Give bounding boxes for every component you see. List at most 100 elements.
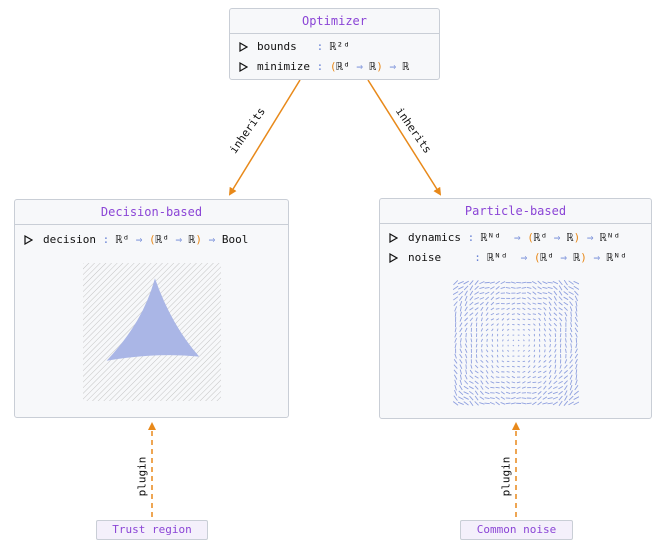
plugin-label-right: plugin — [499, 456, 513, 497]
vector-arrow — [453, 395, 458, 401]
vector-arrow — [491, 338, 494, 342]
vector-arrow — [490, 375, 495, 379]
vector-arrow — [548, 328, 552, 332]
vector-arrow — [458, 290, 464, 296]
vector-arrow — [538, 328, 541, 332]
vector-arrow — [506, 376, 510, 379]
vector-arrow — [495, 401, 500, 406]
vector-arrow — [554, 328, 557, 332]
vector-arrow — [543, 370, 547, 374]
vector-arrow — [480, 333, 484, 337]
vector-arrow — [570, 348, 572, 354]
vector-arrow — [453, 301, 458, 307]
vector-arrow — [549, 343, 551, 348]
vector-arrow — [558, 385, 564, 390]
vector-arrow — [542, 292, 548, 294]
vector-arrow — [453, 401, 459, 406]
vector-arrow — [553, 301, 557, 306]
minimize-signature: minimize : (ℝᵈ ⇒ ℝ) ⇒ ℝ — [257, 60, 410, 73]
vector-arrow — [501, 360, 505, 363]
vector-arrow — [573, 280, 579, 285]
vector-arrow — [454, 306, 458, 312]
vector-arrow — [474, 390, 479, 396]
vector-arrow — [480, 370, 484, 374]
vector-arrow — [453, 280, 459, 286]
vector-arrow — [537, 401, 542, 406]
vector-arrow — [559, 338, 562, 343]
vector-arrow — [469, 296, 474, 301]
vector-arrow — [496, 318, 500, 321]
vector-arrow — [517, 323, 520, 326]
vector-arrow — [543, 360, 547, 363]
vector-arrow — [468, 386, 474, 390]
vector-arrow — [474, 285, 479, 291]
vector-arrow — [459, 348, 463, 354]
vector-arrow — [542, 297, 548, 300]
vector-arrow — [517, 344, 520, 347]
vector-arrow — [532, 302, 537, 305]
vector-arrow — [575, 306, 578, 312]
vector-arrow — [532, 318, 536, 321]
vector-arrow — [469, 369, 474, 374]
vector-arrow — [480, 328, 484, 332]
vector-arrow — [538, 354, 541, 358]
vector-arrow — [553, 317, 558, 321]
vector-arrow — [495, 386, 500, 389]
vector-arrow — [511, 307, 516, 310]
vector-arrow — [485, 375, 489, 380]
vector-arrow — [500, 396, 506, 400]
optimizer-box: Optimizer bounds : ℝ²ᵈ minimize : (ℝᵈ ⇒ … — [229, 8, 440, 80]
vector-arrow — [538, 365, 542, 368]
vector-arrow — [569, 364, 574, 369]
vector-arrow — [458, 396, 464, 400]
vector-arrow — [558, 280, 563, 286]
vector-arrow — [532, 370, 536, 374]
vector-arrow — [470, 338, 473, 343]
common-noise-plugin[interactable]: Common noise — [460, 520, 573, 540]
vector-arrow — [564, 395, 568, 401]
vector-arrow — [479, 297, 485, 300]
vector-arrow — [506, 323, 510, 326]
vector-arrow — [465, 369, 468, 375]
vector-arrow — [485, 296, 490, 301]
bounds-signature: bounds : ℝ²ᵈ — [257, 40, 350, 54]
vector-arrow — [564, 390, 568, 396]
vector-arrow — [553, 296, 557, 301]
vector-arrow — [453, 369, 458, 375]
vector-arrow — [512, 339, 515, 342]
vector-arrow — [459, 364, 463, 370]
vector-arrow — [501, 318, 505, 321]
vector-arrow — [532, 401, 537, 406]
vector-arrow — [532, 291, 537, 295]
vector-arrow — [563, 285, 569, 291]
vector-arrow — [510, 402, 516, 405]
vector-arrow — [564, 364, 568, 369]
vector-arrow — [474, 291, 479, 295]
dynamics-signature: dynamics : ℝᴺᵈ ⇒ (ℝᵈ ⇒ ℝ) ⇒ ℝᴺᵈ — [408, 231, 620, 244]
vector-arrow — [459, 300, 463, 307]
play-icon — [239, 42, 248, 52]
vector-arrow — [574, 385, 579, 391]
vector-arrow — [459, 311, 462, 317]
vector-arrow — [558, 369, 563, 374]
trust-region-plugin[interactable]: Trust region — [96, 520, 208, 540]
vector-arrow — [481, 343, 483, 348]
vector-arrow — [485, 306, 489, 311]
vector-arrow — [516, 308, 521, 310]
vector-arrow — [558, 395, 563, 401]
vector-arrow — [489, 401, 495, 405]
vector-arrow — [554, 369, 557, 374]
vector-arrow — [459, 338, 462, 343]
decision-box: Decision-based decision : ℝᵈ ⇒ (ℝᵈ ⇒ ℝ) … — [14, 199, 289, 418]
vector-arrow — [496, 323, 499, 326]
vector-arrow — [522, 302, 526, 305]
vector-arrow — [469, 301, 474, 306]
vector-arrow — [501, 365, 505, 368]
vector-arrow — [569, 374, 573, 380]
vector-arrow — [563, 370, 568, 374]
vector-arrow — [463, 391, 469, 395]
vector-arrow — [484, 291, 490, 295]
vector-arrow — [485, 359, 489, 363]
vector-arrow — [511, 313, 515, 315]
vector-arrow — [460, 343, 462, 348]
